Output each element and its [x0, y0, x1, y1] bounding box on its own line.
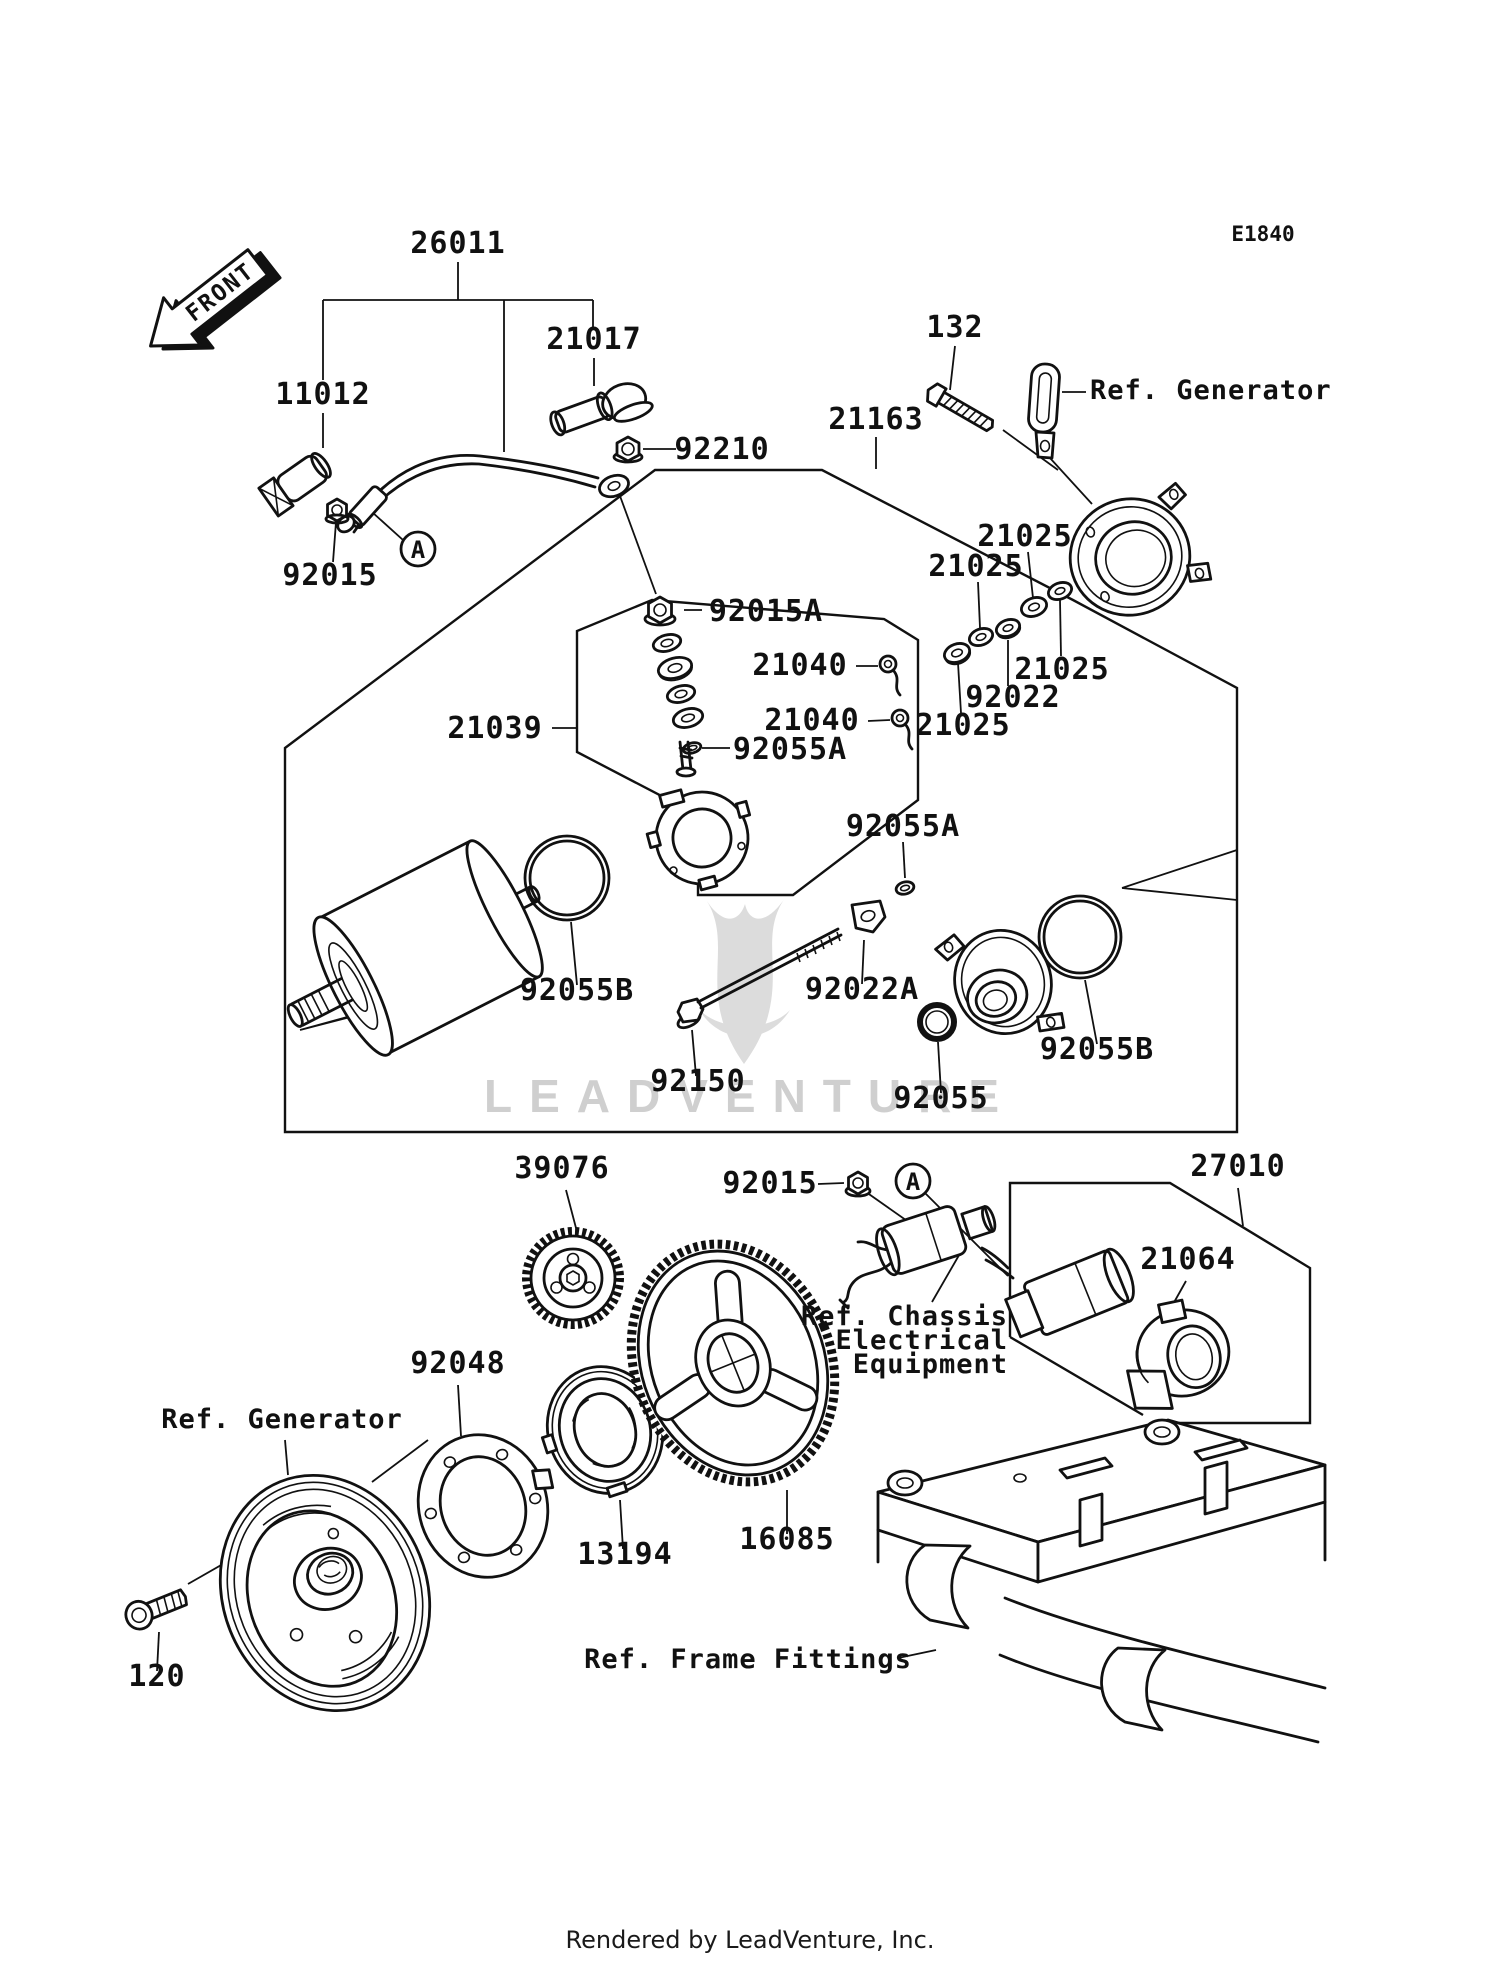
ref-chassis-line1: Ref. Chassis	[801, 1301, 1008, 1332]
part-nut-92210	[612, 435, 644, 464]
part-label-92055a-1: 92055A	[733, 732, 847, 767]
part-bolt-120	[124, 1588, 188, 1631]
part-labels: 26011 21017 11012 92210 92015 132 21163 …	[128, 226, 1285, 1694]
leadventure-watermark: LEADVENTURE	[484, 898, 1016, 1122]
footer-credit: Rendered by LeadVenture, Inc.	[566, 1926, 935, 1954]
part-terminal-boot	[549, 382, 654, 437]
part-label-21039: 21039	[447, 711, 542, 746]
part-frame-fitting	[876, 1418, 1327, 1744]
part-front-cover	[934, 928, 1066, 1036]
part-label-92022: 92022	[965, 680, 1060, 715]
part-label-39076: 39076	[514, 1151, 609, 1186]
flame-watermark-icon	[705, 898, 785, 1064]
part-label-92015-bottom: 92015	[722, 1166, 817, 1201]
front-arrow: FRONT	[149, 248, 282, 351]
part-generator-strap	[1027, 362, 1061, 460]
part-washer-row	[943, 581, 1074, 666]
part-label-21025-3: 21025	[1014, 652, 1109, 687]
part-washer-stack	[651, 633, 705, 729]
part-tab-washer-92022a	[850, 899, 887, 934]
marker-a-bottom: A	[894, 1162, 932, 1200]
part-armature	[286, 839, 544, 1057]
part-label-21163: 21163	[828, 402, 923, 437]
part-nut-92015	[324, 497, 350, 525]
part-label-92150: 92150	[650, 1064, 745, 1099]
ref-chassis-line3: Equipment	[853, 1349, 1008, 1380]
part-label-21017: 21017	[546, 322, 641, 357]
part-label-26011: 26011	[410, 226, 505, 261]
part-gasket-92048	[416, 1433, 555, 1579]
marker-a-top: A	[399, 530, 437, 568]
part-starter-with-leads	[838, 1205, 997, 1310]
part-label-92015a: 92015A	[709, 594, 823, 629]
part-label-92022a: 92022A	[805, 972, 919, 1007]
part-end-housing	[1068, 481, 1213, 617]
marker-a-bottom-label: A	[906, 1168, 921, 1196]
ref-chassis-line2: Electrical	[835, 1325, 1008, 1356]
starter-relay-boundary	[1008, 1181, 1312, 1425]
part-idle-gear	[522, 1227, 624, 1329]
part-label-21064: 21064	[1140, 1242, 1235, 1277]
starter-assembly-boundary	[283, 468, 1239, 1134]
ref-frame-fittings: Ref. Frame Fittings	[584, 1644, 912, 1675]
watermark-text: LEADVENTURE	[484, 1070, 1016, 1122]
part-bolt-132	[926, 382, 995, 433]
part-terminal-cap	[257, 452, 332, 518]
part-label-21025-1: 21025	[977, 519, 1072, 554]
parts-artwork	[124, 362, 1327, 1744]
part-label-120: 120	[128, 1659, 185, 1694]
part-nut-92015-lower	[844, 1170, 872, 1198]
part-label-92015-top: 92015	[282, 558, 377, 593]
flame-watermark-swoosh	[698, 1008, 790, 1037]
part-label-16085: 16085	[739, 1522, 834, 1557]
part-oring-92055	[917, 1002, 957, 1042]
part-label-132: 132	[926, 310, 983, 345]
part-label-92055b-1: 92055B	[520, 973, 634, 1008]
marker-a-top-label: A	[411, 536, 426, 564]
part-bolt-92150	[676, 927, 843, 1030]
part-oring-92055b-left	[523, 834, 611, 922]
part-label-21040-2: 21040	[764, 703, 859, 738]
part-brush-holder-plate	[645, 740, 752, 892]
part-nut-92015a	[643, 595, 677, 627]
part-brush-21040-1	[878, 654, 902, 697]
part-label-11012: 11012	[275, 377, 370, 412]
part-label-21040-1: 21040	[752, 648, 847, 683]
part-label-21025-2: 21025	[928, 549, 1023, 584]
ref-generator-top: Ref. Generator	[1090, 375, 1332, 406]
reference-labels: Ref. Generator Ref. Generator Ref. Chass…	[161, 375, 1332, 1675]
part-label-21025-4: 21025	[915, 708, 1010, 743]
part-oring-92055a-lower	[894, 880, 916, 896]
part-battery-cable	[336, 454, 630, 534]
leader-lines	[156, 345, 1244, 1672]
part-label-27010: 27010	[1190, 1149, 1285, 1184]
part-label-92055: 92055	[893, 1081, 988, 1116]
ref-generator-bottom: Ref. Generator	[161, 1404, 403, 1435]
part-oring-92055b-right	[1037, 894, 1123, 980]
diagram-code: E1840	[1231, 222, 1294, 246]
bracket-lines	[322, 262, 594, 452]
brush-holder-boundary	[575, 598, 920, 897]
part-oneway-clutch	[540, 1365, 665, 1499]
part-brush-21040-2	[890, 708, 914, 751]
part-label-92055a-2: 92055A	[846, 809, 960, 844]
part-ring-gear	[626, 1239, 840, 1487]
part-label-13194: 13194	[577, 1537, 672, 1572]
part-label-92048: 92048	[410, 1346, 505, 1381]
part-solenoid	[980, 1246, 1135, 1339]
part-label-92210: 92210	[674, 432, 769, 467]
part-label-92055b-2: 92055B	[1040, 1032, 1154, 1067]
boundary-arrow-lines	[299, 849, 1238, 1031]
assembly-boundaries	[283, 468, 1312, 1425]
part-grommet-21064	[1126, 1298, 1231, 1410]
part-flywheel	[218, 1473, 432, 1713]
